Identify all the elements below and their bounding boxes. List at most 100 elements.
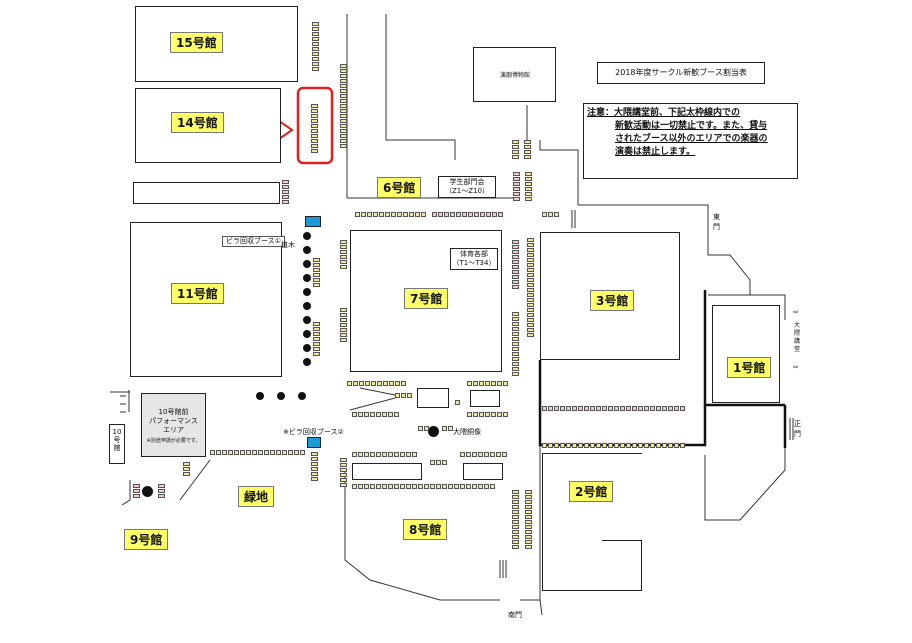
booth-row-ryokuchi [210, 450, 305, 455]
tree-dot [298, 392, 306, 400]
notice-text: 注意：大隈講堂前、下記太枠線内での 新歓活動は一切禁止です。また、貸与 されたブ… [587, 107, 795, 159]
booth-column-7-west-b [340, 308, 347, 342]
booth-column-3-west [527, 238, 534, 337]
building-theatre-museum [473, 47, 556, 102]
label-building-8: 8号館 [403, 519, 448, 540]
label-perf-a: 10号館前 [158, 408, 189, 416]
label-building-11: 11号館 [171, 283, 224, 304]
sports-box [450, 248, 498, 270]
booth-column-9-b [133, 484, 140, 498]
booth-column-14-side [282, 180, 289, 204]
label-building-14: 14号館 [171, 112, 224, 133]
label-student-dept-a: 学生部門会 [449, 178, 485, 186]
building-10-box [109, 424, 125, 464]
tree-dot [303, 288, 311, 296]
building-2-annex [602, 540, 642, 591]
student-dept-box [438, 176, 496, 198]
label-ueki: 植木 [281, 241, 295, 249]
building-9-marker-icon [142, 486, 153, 497]
plaza-box-4 [463, 463, 503, 480]
label-perf-b: パフォーマンス [149, 417, 198, 425]
booth-row-2-north [542, 443, 685, 448]
booth-row-plaza-b [467, 412, 508, 417]
booth-row-3-south [542, 406, 685, 411]
label-flyer-2: ※ビラ回収ブース② [283, 428, 344, 436]
title-box [597, 62, 765, 84]
highlight-box [296, 86, 334, 165]
label-okuma-hall: 大隈講堂 [793, 322, 800, 353]
label-ryokuchi: 緑地 [238, 486, 275, 507]
notice-line-2: 新歓活動は一切禁止です。また、貸与 [615, 121, 768, 131]
booth-column-9-c [158, 484, 165, 498]
booth-column-8-east-b [525, 490, 532, 549]
booth-row-6-b [432, 212, 503, 217]
label-flyer-1: ビラ回収ブース① [222, 236, 285, 247]
label-main-gate-b: 門 [794, 430, 801, 438]
label-building-6: 6号館 [377, 177, 422, 198]
label-building-3: 3号館 [590, 290, 635, 311]
label-theatre-museum: 演劇博物館 [499, 72, 530, 79]
booth-column-9 [183, 462, 190, 476]
booth-column-11-b [313, 322, 320, 356]
tree-dot [303, 302, 311, 310]
notice-line-4: 演奏は禁止します。 [615, 147, 696, 157]
label-south-gate: 南門 [508, 611, 522, 619]
map-title: 2018年度サークル新歓ブース割当表 [615, 68, 747, 77]
notice-box [583, 103, 798, 179]
booth-row-plaza-g [395, 393, 412, 398]
booth-column-road-a [340, 64, 347, 148]
label-perf-c: エリア [163, 426, 184, 434]
booth-column-11 [313, 258, 320, 287]
okuma-hall-arrow-1: ⇨ [793, 308, 799, 316]
tree-dot [303, 274, 311, 282]
plaza-box-1 [417, 388, 449, 408]
label-sports-a: 体育各部 [460, 250, 488, 258]
label-east-gate-a: 東 [713, 213, 720, 221]
building-11-connector [133, 182, 280, 204]
tree-dot [303, 316, 311, 324]
booth-row-7-south-b [467, 381, 508, 386]
tree-dot [303, 246, 311, 254]
booth-column-north-road [513, 172, 520, 201]
booth-column-north-d [524, 140, 531, 159]
booth-row-7-south [347, 381, 406, 386]
label-okuma-statue: 大隈銅像 [453, 428, 481, 436]
okuma-statue-icon [428, 426, 439, 437]
booth-column-north-c [512, 140, 519, 159]
booth-row-plaza-c [352, 452, 417, 457]
booth-column-plaza [311, 452, 318, 481]
tree-dot [303, 330, 311, 338]
booth-row-plaza-a [352, 412, 399, 417]
booth-row-statue-b [442, 426, 453, 431]
label-perf-note: ※別途申請が必要です。 [146, 438, 201, 444]
booth-row-plaza-f [352, 484, 495, 489]
label-sports-b: （T1～T34） [452, 259, 496, 267]
booth-column-8-east [512, 490, 519, 549]
booth-column-7-west [340, 240, 347, 269]
label-building-15: 15号館 [170, 32, 223, 53]
label-building-10: 10号館 [112, 428, 122, 452]
booth-row-plaza-h [455, 400, 460, 405]
building-1 [712, 305, 780, 403]
booth-row-east [542, 212, 559, 217]
booth-row-statue [418, 426, 429, 431]
tree-dot [303, 358, 311, 366]
label-building-2: 2号館 [569, 481, 614, 502]
tree-dot [303, 260, 311, 268]
booth-row-plaza-e [460, 452, 507, 457]
label-main-gate-a: 正 [794, 420, 801, 428]
booth-column-road-b [512, 312, 519, 376]
booth-column-3-west-b [512, 240, 519, 289]
label-building-1: 1号館 [727, 357, 772, 378]
flyer-booth-1 [305, 216, 321, 227]
booth-column-north-road-b [525, 172, 532, 201]
notice-line-1: 注意：大隈講堂前、下記太枠線内での [587, 108, 741, 118]
booth-row-6 [355, 212, 426, 217]
notice-line-3: されたブース以外のエリアでの楽器の [615, 134, 768, 144]
plaza-box-3 [352, 463, 422, 480]
okuma-hall-arrow-2: ⇨ [793, 363, 799, 371]
booth-column-15 [312, 22, 319, 71]
label-building-7: 7号館 [404, 288, 449, 309]
tree-dot [256, 392, 264, 400]
performance-area [141, 393, 206, 457]
